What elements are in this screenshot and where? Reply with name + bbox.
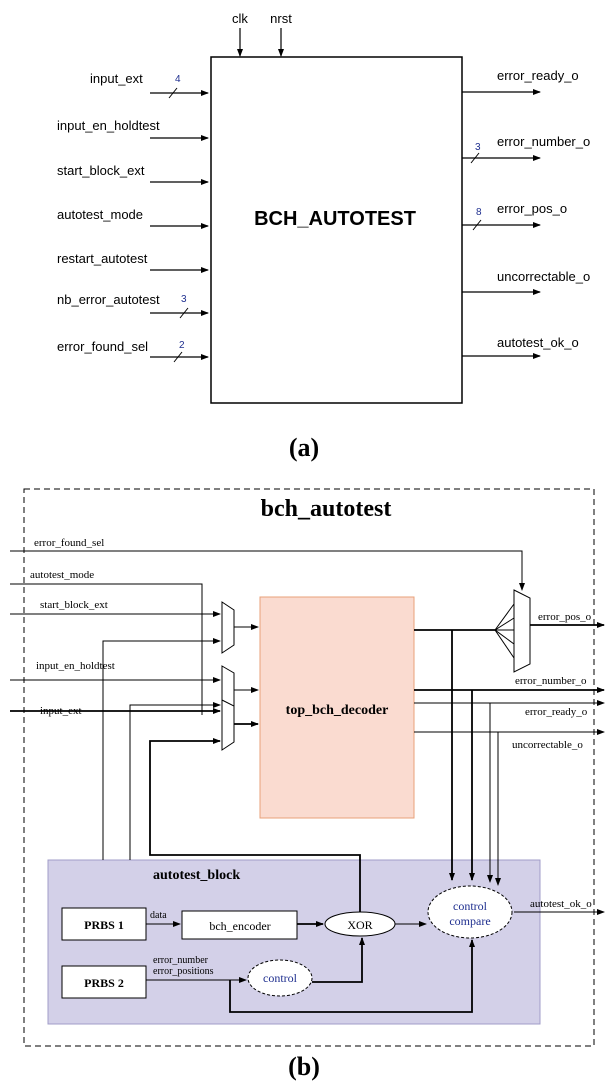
output-label: error_number_o xyxy=(497,134,590,149)
control-label: control xyxy=(263,971,298,985)
sig-start-block-ext: start_block_ext xyxy=(40,599,108,611)
prbs2-box xyxy=(61,965,147,999)
wire-xor-feedback xyxy=(149,738,361,913)
encoder-label: bch_encoder xyxy=(209,919,270,933)
input-label: input_ext xyxy=(90,71,143,86)
decoder-label: top_bch_decoder xyxy=(286,703,389,718)
input-label: input_en_holdtest xyxy=(57,118,160,133)
output-label: error_pos_o xyxy=(497,201,567,216)
bus-width: 4 xyxy=(175,74,181,85)
output-autotest-ok-o: autotest_ok_o xyxy=(462,335,579,359)
mux-3 xyxy=(221,699,235,751)
input-restart-autotest: restart_autotest xyxy=(57,251,209,273)
control-compare-node xyxy=(427,885,513,939)
input-input-en-holdtest: input_en_holdtest xyxy=(57,118,209,141)
wire-mux2-in2 xyxy=(129,702,221,860)
sig-error-found-sel: error_found_sel xyxy=(34,537,104,549)
panel-a: BCH_AUTOTEST clk nrst input_ext 4 input_… xyxy=(57,11,590,462)
out-error-number-o: error_number_o xyxy=(515,675,587,687)
input-error-found-sel: error_found_sel 2 xyxy=(57,339,209,363)
sig-input-en-holdtest: input_en_holdtest xyxy=(36,660,115,672)
prbs1-label: PRBS 1 xyxy=(84,918,124,932)
clk-label: clk xyxy=(232,11,248,26)
prbs2-label: PRBS 2 xyxy=(84,976,124,990)
out-autotest-ok-o: autotest_ok_o xyxy=(530,898,592,910)
output-label: error_ready_o xyxy=(497,68,579,83)
output-label: uncorrectable_o xyxy=(497,269,590,284)
bch-encoder-box xyxy=(181,910,298,940)
block-title: BCH_AUTOTEST xyxy=(254,208,416,230)
panel-b-title: bch_autotest xyxy=(261,496,392,522)
input-nb-error-autotest: nb_error_autotest 3 xyxy=(57,292,209,319)
bus-width: 8 xyxy=(476,207,482,218)
prbs1-box xyxy=(61,907,147,941)
top-bch-decoder xyxy=(259,596,415,819)
mux-fan-lines xyxy=(494,603,515,659)
input-label: error_found_sel xyxy=(57,339,148,354)
input-label: restart_autotest xyxy=(57,251,148,266)
input-label: autotest_mode xyxy=(57,207,143,222)
input-start-block-ext: start_block_ext xyxy=(57,163,209,185)
mux-1 xyxy=(221,601,235,654)
bus-width: 3 xyxy=(475,142,481,153)
err-positions-label: error_positions xyxy=(153,966,214,977)
caption-b: (b) xyxy=(288,1052,320,1081)
bus-width: 3 xyxy=(181,294,187,305)
input-label: start_block_ext xyxy=(57,163,145,178)
nrst-label: nrst xyxy=(270,11,292,26)
wire-mux1-in2 xyxy=(102,638,221,860)
wire-bitmask xyxy=(312,937,365,983)
output-error-pos-o: error_pos_o 8 xyxy=(462,201,567,231)
sig-autotest-mode: autotest_mode xyxy=(30,569,94,581)
input-input-ext: input_ext 4 xyxy=(90,71,209,99)
output-label: autotest_ok_o xyxy=(497,335,579,350)
autotest-block-region xyxy=(47,859,541,1025)
out-uncorrectable-o: uncorrectable_o xyxy=(512,739,583,751)
autotest-block-title: autotest_block xyxy=(153,868,240,883)
control-node xyxy=(247,959,313,997)
wire-prbs2-compare xyxy=(229,939,475,1013)
xor-label: XOR xyxy=(347,918,372,932)
wire-autotest-mode xyxy=(10,583,203,605)
compare-label-1: control xyxy=(453,899,488,913)
input-autotest-mode: autotest_mode xyxy=(57,207,209,229)
out-error-pos-o: error_pos_o xyxy=(538,611,592,623)
output-mux xyxy=(513,589,531,673)
err-number-label: error_number xyxy=(153,955,209,966)
out-error-ready-o: error_ready_o xyxy=(525,706,588,718)
output-uncorrectable-o: uncorrectable_o xyxy=(462,269,590,295)
bus-width: 2 xyxy=(179,340,185,351)
output-error-number-o: error_number_o 3 xyxy=(462,134,590,164)
outer-dashed-frame xyxy=(23,488,595,1047)
bch-autotest-block xyxy=(210,56,463,404)
output-error-ready-o: error_ready_o xyxy=(462,68,579,95)
data-label: data xyxy=(150,910,167,921)
compare-label-2: compare xyxy=(449,914,490,928)
panel-b: bch_autotest autotest_block top_bch_deco… xyxy=(10,488,605,1081)
caption-a: (a) xyxy=(289,433,319,462)
input-label: nb_error_autotest xyxy=(57,292,160,307)
wire-error-found-sel xyxy=(10,550,525,591)
